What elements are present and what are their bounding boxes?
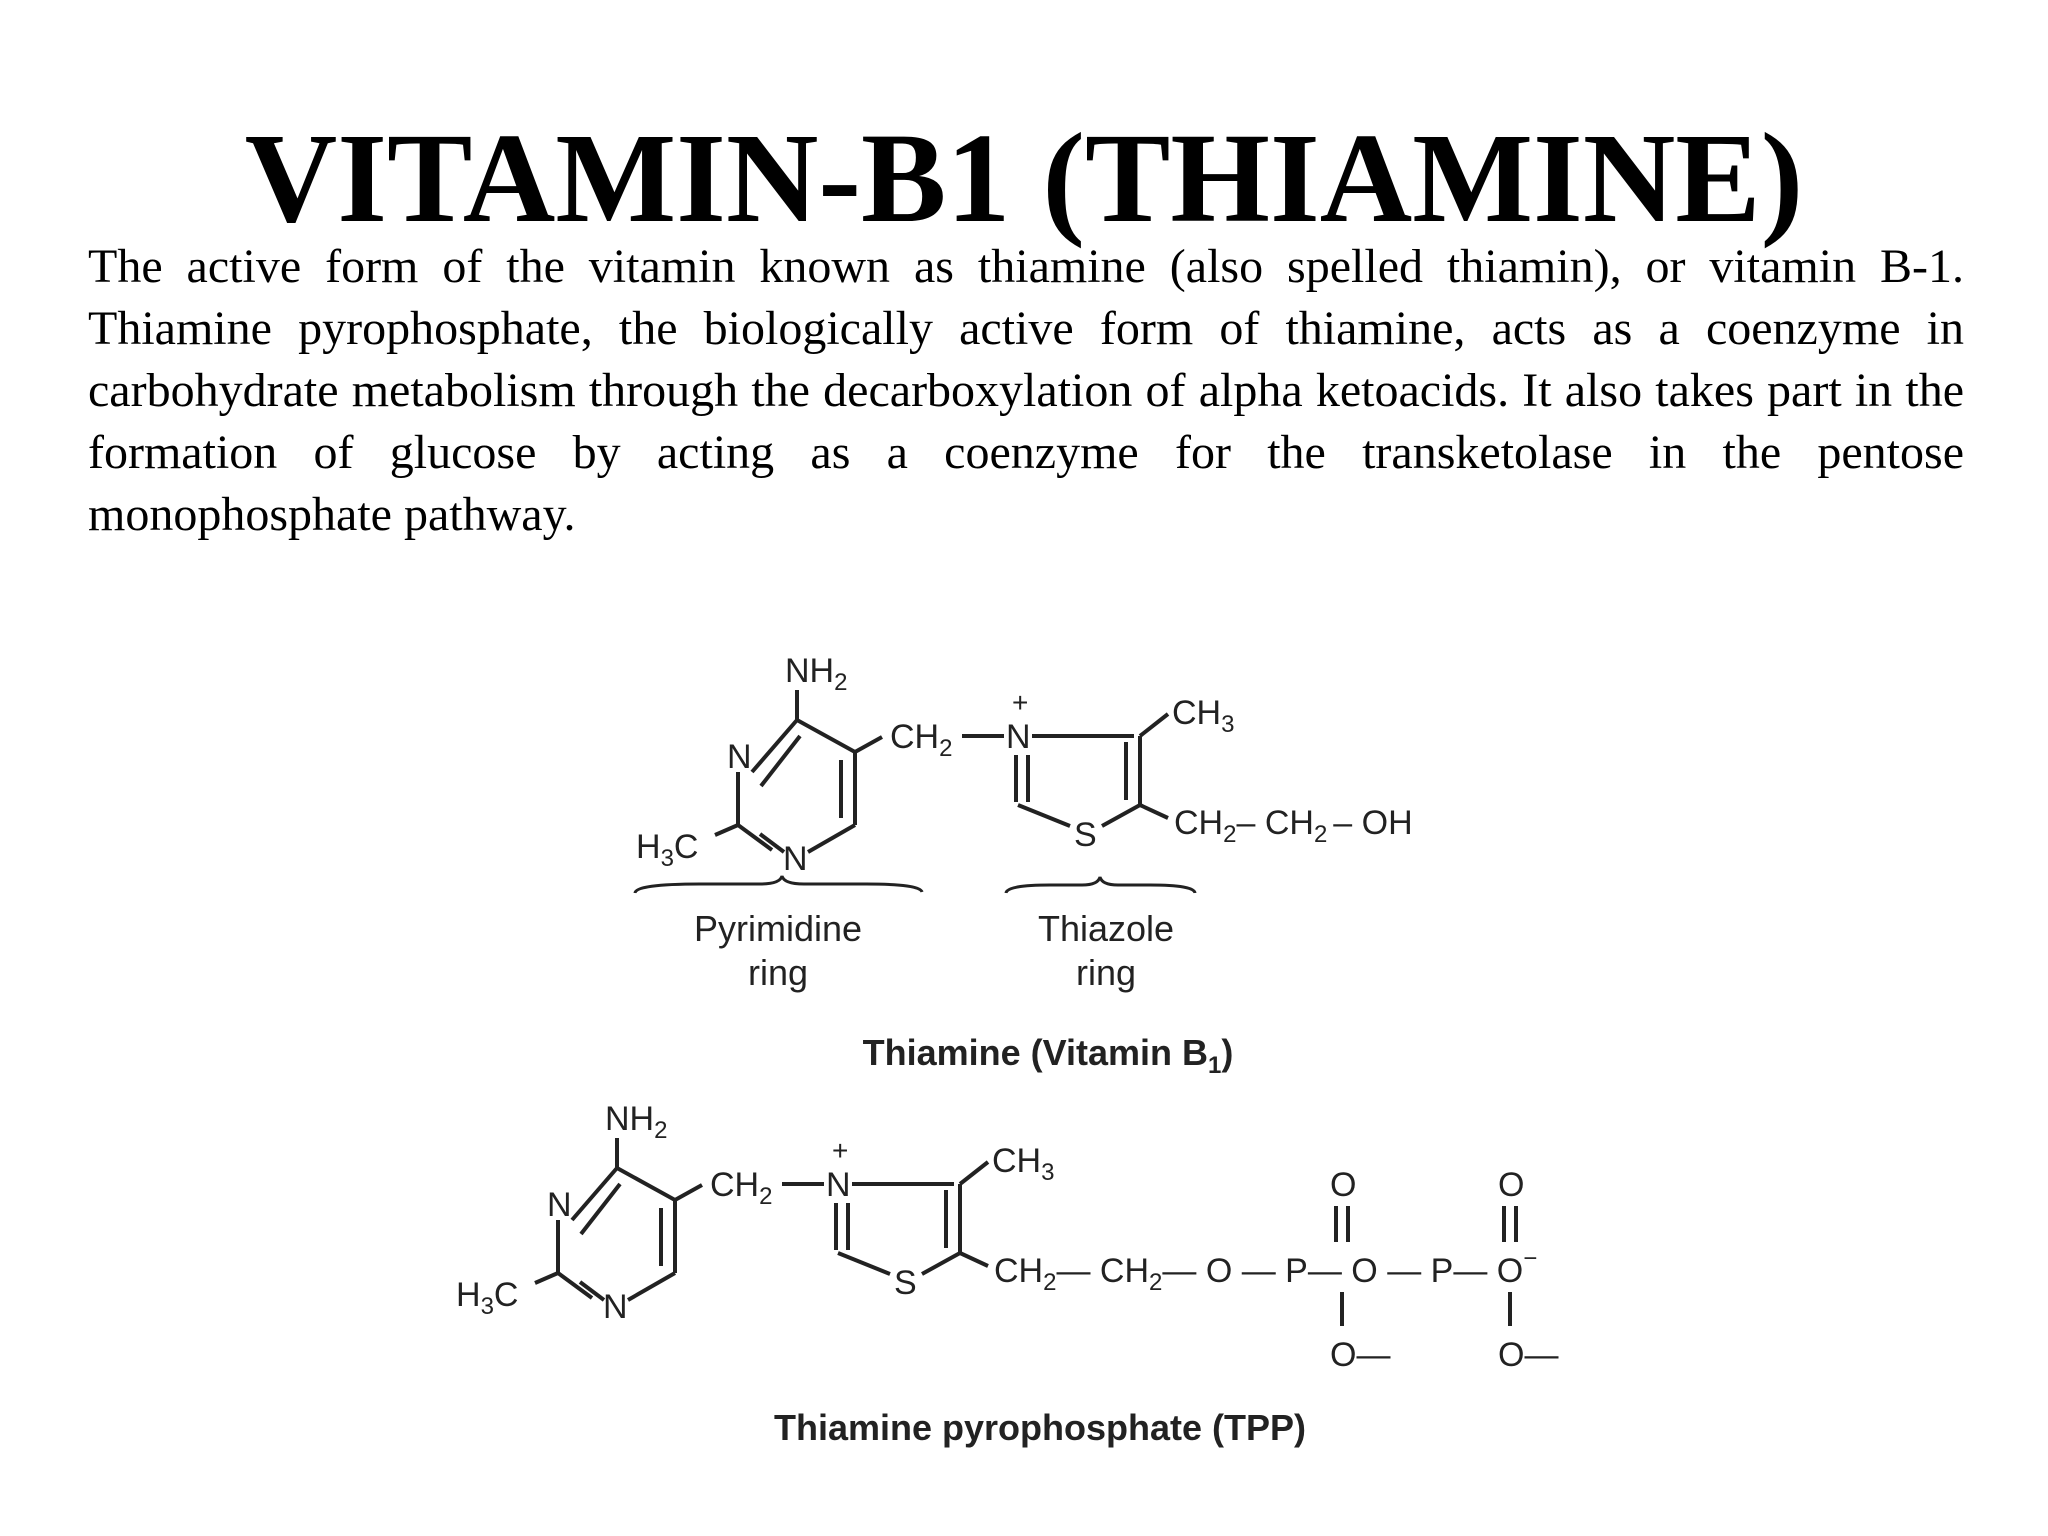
tpp-positive-charge: + xyxy=(832,1135,848,1166)
slide-title: VITAMIN-B1 (THIAMINE) xyxy=(244,107,1804,249)
tpp-h3c-label: H3C xyxy=(456,1276,518,1320)
tpp-nh2-label: NH2 xyxy=(605,1100,667,1144)
thiamine-thiazole-n-plus: N xyxy=(1006,718,1031,756)
phosphate-1-top-oxygen: O xyxy=(1330,1166,1356,1204)
tpp-pyrimidine-n-top: N xyxy=(547,1186,572,1224)
thiazole-ring-label-line1: Thiazole xyxy=(1038,908,1174,949)
thiazole-ring-tpp: + N S xyxy=(826,1135,990,1302)
thiamine-ch3-label: CH3 xyxy=(1172,694,1234,738)
phosphate-1-bottom-oxygen: O— xyxy=(1330,1336,1390,1374)
thiamine-h3c-label: H3C xyxy=(636,828,698,872)
thiamine-caption: Thiamine (Vitamin B1) xyxy=(863,1032,1234,1079)
phosphate-group-2: O O— xyxy=(1498,1166,1558,1374)
phosphate-group-1: O O— xyxy=(1330,1166,1390,1374)
thiazole-ring-label-line2: ring xyxy=(1076,952,1136,993)
thiazole-ring-brace xyxy=(1004,876,1197,894)
thiamine-structure: NH2 N N H3C CH2 + N S CH3 CH2– xyxy=(633,652,1413,1079)
thiamine-pyrimidine-n-bottom: N xyxy=(783,840,808,878)
tpp-structure: NH2 N N H3C CH2 + N S CH3 CH2— CH2— xyxy=(456,1100,1558,1448)
tpp-thiazole-n-plus: N xyxy=(826,1166,851,1204)
thiamine-positive-charge: + xyxy=(1012,687,1028,718)
thiamine-pyrimidine-n-top: N xyxy=(727,738,752,776)
pyrimidine-ring-label-line1: Pyrimidine xyxy=(694,908,862,949)
thiamine-nh2-label: NH2 xyxy=(785,652,847,696)
thiamine-thiazole-s: S xyxy=(1074,816,1097,854)
pyrimidine-ring-thiamine xyxy=(714,690,883,854)
thiamine-hydroxyethyl-side-chain: CH2– CH2– OH xyxy=(1174,804,1413,848)
slide-body-text: The active form of the vitamin known as … xyxy=(88,240,1964,541)
thiamine-ch2-link-label: CH2 xyxy=(890,718,952,762)
tpp-caption: Thiamine pyrophosphate (TPP) xyxy=(774,1407,1306,1448)
tpp-pyrophosphate-chain: CH2— CH2— O — P— O — P— O− xyxy=(994,1245,1537,1296)
pyrimidine-ring-label-line2: ring xyxy=(748,952,808,993)
tpp-ch2-link-label: CH2 xyxy=(710,1166,772,1210)
pyrimidine-ring-tpp xyxy=(534,1138,703,1302)
thiazole-ring-thiamine: + N S xyxy=(1006,687,1170,854)
tpp-thiazole-s: S xyxy=(894,1264,917,1302)
pyrimidine-ring-brace xyxy=(633,875,924,894)
tpp-pyrimidine-n-bottom: N xyxy=(603,1288,628,1326)
phosphate-2-bottom-oxygen: O— xyxy=(1498,1336,1558,1374)
tpp-ch3-label: CH3 xyxy=(992,1142,1054,1186)
phosphate-2-top-oxygen: O xyxy=(1498,1166,1524,1204)
